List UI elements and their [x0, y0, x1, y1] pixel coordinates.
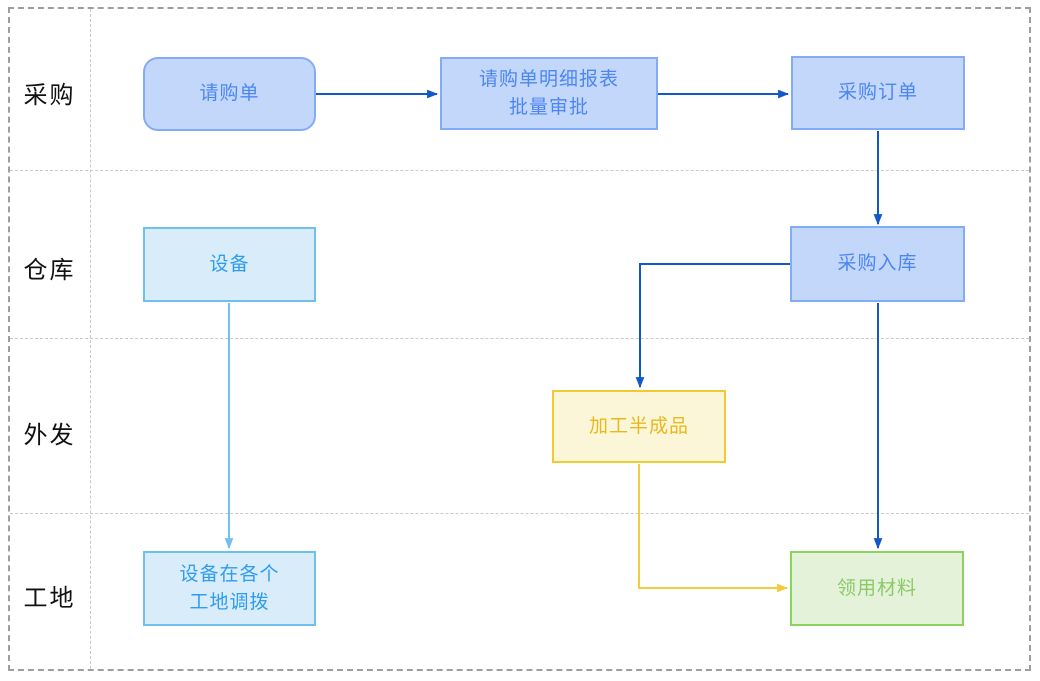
lane-label-procurement: 采购 — [23, 82, 76, 109]
node-equipment[interactable]: 设备 — [143, 227, 316, 302]
lane-separator-warehouse-outsourcing — [10, 338, 1029, 339]
node-purchase-order[interactable]: 采购订单 — [791, 56, 965, 130]
node-equipment-site-transfer[interactable]: 设备在各个 工地调拨 — [143, 551, 316, 626]
lane-label-site: 工地 — [23, 585, 76, 612]
lane-label-column-separator — [90, 9, 91, 669]
node-purchase-inbound[interactable]: 采购入库 — [790, 226, 965, 302]
node-requisition-detail-report-batch-approval[interactable]: 请购单明细报表 批量审批 — [440, 57, 658, 130]
lane-separator-procurement-warehouse — [10, 170, 1029, 171]
node-purchase-requisition[interactable]: 请购单 — [143, 57, 316, 131]
lane-separator-outsourcing-site — [10, 513, 1029, 514]
diagram-outer-frame — [8, 7, 1031, 671]
node-material-requisition[interactable]: 领用材料 — [790, 551, 964, 626]
node-process-semi-finished[interactable]: 加工半成品 — [552, 390, 726, 463]
lane-label-warehouse: 仓库 — [23, 257, 76, 284]
lane-label-outsourcing: 外发 — [23, 422, 76, 449]
